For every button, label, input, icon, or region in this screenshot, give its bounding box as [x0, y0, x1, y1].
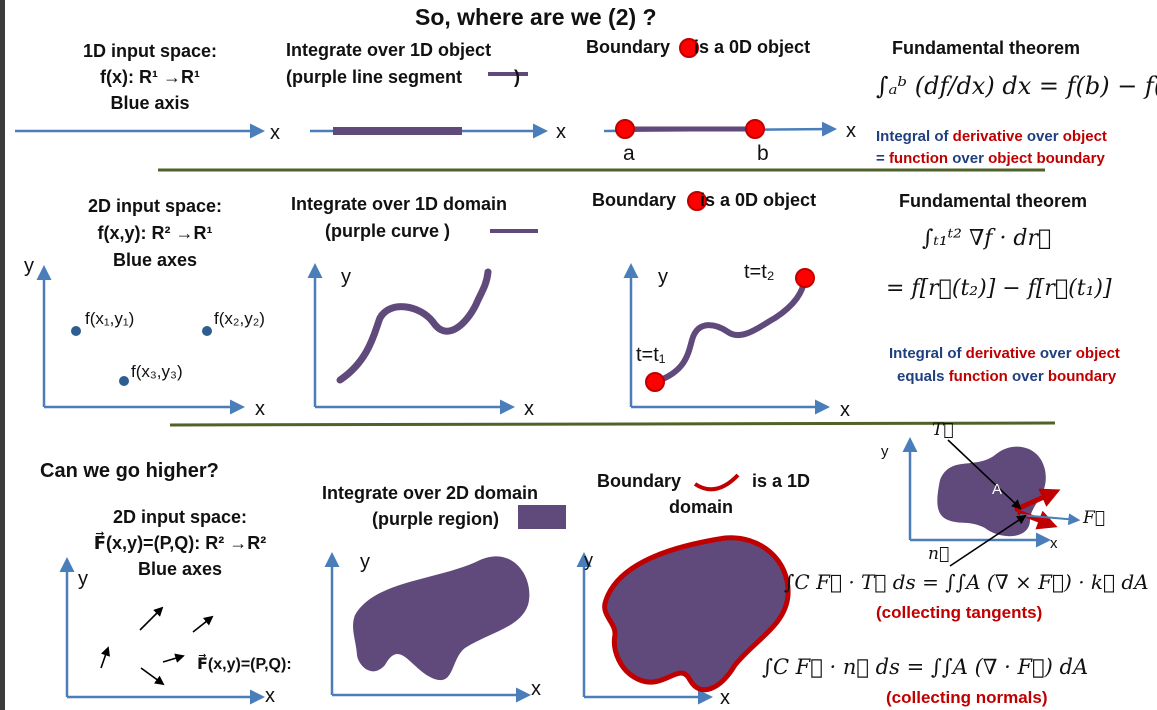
row1-axis-3 [603, 119, 837, 139]
field-vector [1019, 513, 1081, 526]
row3-col3-line2: domain [669, 497, 734, 517]
purple-curve-bounded [652, 275, 808, 385]
row2-x-label-3: x [840, 399, 850, 421]
legend-purple-region [518, 505, 566, 529]
normal-vector [1017, 509, 1058, 530]
row2-statement1: Integral of derivative over object [889, 345, 1120, 362]
stokes-note: (collecting tangents) [876, 603, 1043, 622]
vector-arrow-2 [192, 615, 214, 633]
row1-col1-line1: 1D input space: [82, 41, 218, 61]
row2-formula-line1: ∫ₜ₁ᵗ² ∇f · dr⃗ [922, 226, 1052, 251]
bounded-region [602, 535, 791, 693]
gauss-note: (collecting normals) [886, 688, 1048, 707]
point-t2 [795, 268, 815, 288]
label-t1: t=t₁ [636, 344, 666, 366]
row1-col2-line1: Integrate over 1D object [286, 40, 492, 60]
row1-col1-label: 1D input space: f(x): R¹ →R¹ Blue axis [55, 38, 245, 116]
row1-x-label-2: x [556, 121, 566, 143]
divider-2 [169, 421, 1056, 427]
row2-y-label-2: y [341, 266, 351, 288]
row3-axes-2 [324, 552, 531, 703]
stokes-formula: ∫C F⃗ · T⃗ ds = ∫∫A (∇ × F⃗) · k⃗ dA [784, 570, 1149, 594]
row3-x-label-1: x [265, 685, 275, 707]
point-b [745, 119, 765, 139]
row2-axes-2 [307, 263, 515, 415]
row1-x-label-3: x [846, 120, 856, 142]
row1-statement1: Integral of derivative over object [876, 128, 1107, 145]
row2-y-label-3: y [658, 266, 668, 288]
vector-arrow-1 [139, 606, 164, 631]
row3-col3-pre: Boundary [597, 471, 682, 491]
row2-statement2: equals function over boundary [897, 368, 1117, 385]
gauss-formula: ∫C F⃗ · n⃗ ds = ∫∫A (∇ · F⃗) dA [762, 655, 1089, 679]
row3-col2-label: Integrate over 2D domain (purple region) [322, 483, 539, 529]
row3-axes-3 [576, 535, 791, 705]
row1-col2-label: Integrate over 1D object (purple line se… [286, 37, 520, 91]
row2-x-label-2: x [524, 398, 534, 420]
purple-region [353, 556, 530, 681]
inset-A-label: A [992, 481, 1003, 498]
row3-col1-label: 2D input space: F⃗(x,y)=(P,Q): R² →R² Bl… [93, 507, 267, 579]
inset-x-label: x [1050, 535, 1058, 552]
row2-col4-title: Fundamental theorem [899, 191, 1088, 211]
label-b: b [757, 142, 769, 165]
inset-n-label: n⃗ [928, 544, 950, 564]
point-t1 [645, 372, 665, 392]
inset-T-label: T⃗ [932, 420, 954, 440]
row3-axes-1 [59, 557, 265, 705]
point-2 [202, 326, 212, 336]
row1-formula: ∫ₐᵇ (df/dx) dx = f(b) − f(a) [876, 72, 1157, 100]
row1-col4-title: Fundamental theorem [892, 38, 1081, 58]
row1-statement2: = function over object boundary [876, 150, 1105, 167]
point-1 [71, 326, 81, 336]
row2-x-label-1: x [255, 398, 265, 420]
vector-arrow-4 [140, 667, 165, 686]
row2-axes-3 [623, 263, 830, 415]
row3-question: Can we go higher? [40, 460, 219, 482]
point-3 [119, 376, 129, 386]
label-point-2: f(x₂,y₂) [214, 309, 265, 328]
row1-col1-line3: Blue axis [110, 93, 190, 113]
point-a [615, 119, 635, 139]
label-t2: t=t₂ [744, 261, 775, 283]
inset-F-label: F⃗ [1083, 508, 1105, 528]
label-a: a [623, 142, 635, 165]
row3-x-label-3: x [720, 687, 730, 709]
row1-col2-line2-end: ) [514, 67, 521, 87]
row1-x-label-1: x [270, 122, 280, 144]
row2-y-label-1: y [24, 255, 34, 277]
row1-col1-line2: f(x): R¹ →R¹ [100, 67, 200, 87]
vector-arrow-5 [162, 653, 185, 663]
field-label: F⃗(x,y)=(P,Q): [197, 656, 292, 673]
inset-y-label: y [881, 443, 889, 460]
slide-title: So, where are we (2) ? [415, 4, 657, 30]
inset-diagram [902, 437, 1081, 567]
row2-col2-label: Integrate over 1D domain (purple curve ) [291, 194, 508, 241]
purple-curve [336, 268, 492, 384]
row2-col1-label: 2D input space: f(x,y): R² →R¹ Blue axes [87, 196, 223, 270]
row3-col3-post: is a 1D [752, 471, 811, 491]
label-point-3: f(x₃,y₃) [131, 362, 183, 381]
pointer-T [947, 439, 1022, 510]
row3-y-label-3: y [584, 550, 593, 570]
label-point-1: f(x₁,y₁) [85, 309, 135, 328]
boundary-dot-1 [679, 38, 699, 58]
row1-col2-line2: (purple line segment [286, 67, 463, 87]
tangent-vector [1013, 488, 1061, 513]
boundary-dot-2 [687, 191, 707, 211]
row3-x-label-2: x [531, 678, 541, 700]
row3-y-label-1: y [78, 568, 88, 590]
row2-formula-line2: = f[r⃗(t₂)] − f[r⃗(t₁)] [886, 276, 1112, 301]
row3-y-label-2: y [360, 551, 370, 573]
legend-red-boundary [693, 473, 740, 492]
slide-edge [0, 0, 5, 710]
row2-axes-1 [36, 265, 245, 415]
vector-arrow-3 [100, 646, 110, 669]
pointer-n [949, 514, 1027, 567]
